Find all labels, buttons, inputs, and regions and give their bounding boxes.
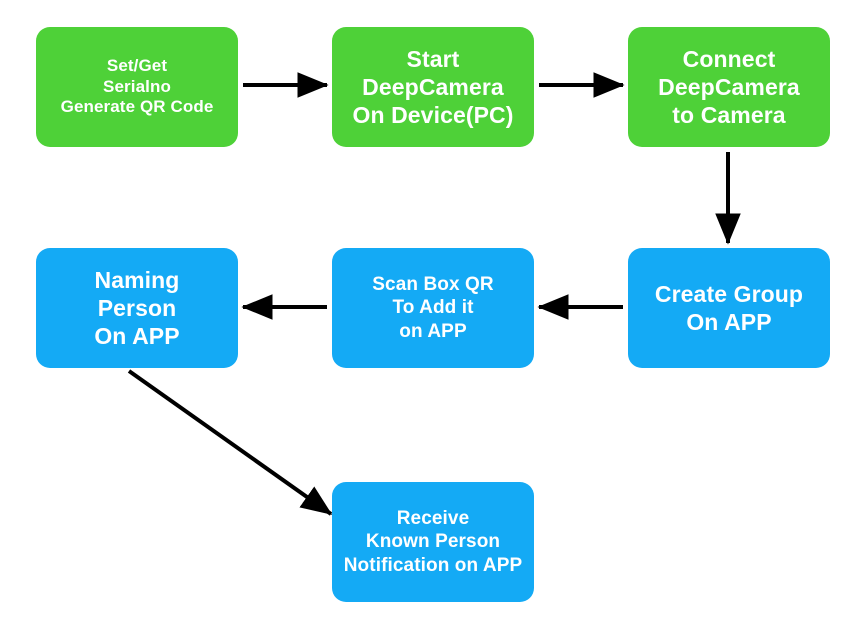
node-label-create-group: Create Group On APP: [654, 280, 804, 335]
node-start-deepcamera[interactable]: Start DeepCamera On Device(PC): [332, 27, 534, 147]
arrow-naming-person-to-receive-notification: [127, 369, 333, 516]
node-connect-deepcamera[interactable]: Connect DeepCamera to Camera: [628, 27, 830, 147]
node-label-receive-notification: Receive Known Person Notification on APP: [343, 508, 523, 576]
node-naming-person[interactable]: Naming Person On APP: [36, 248, 238, 368]
node-label-connect-deepcamera: Connect DeepCamera to Camera: [658, 45, 800, 129]
node-label-scan-box-qr: Scan Box QR To Add it on APP: [372, 274, 494, 342]
node-scan-box-qr[interactable]: Scan Box QR To Add it on APP: [332, 248, 534, 368]
node-label-set-get-serialno: Set/Get Serialno Generate QR Code: [60, 55, 214, 117]
node-receive-notification[interactable]: Receive Known Person Notification on APP: [332, 482, 534, 602]
node-set-get-serialno[interactable]: Set/Get Serialno Generate QR Code: [36, 27, 238, 147]
node-label-naming-person: Naming Person On APP: [94, 266, 180, 350]
node-label-start-deepcamera: Start DeepCamera On Device(PC): [352, 45, 514, 129]
node-create-group[interactable]: Create Group On APP: [628, 248, 830, 368]
